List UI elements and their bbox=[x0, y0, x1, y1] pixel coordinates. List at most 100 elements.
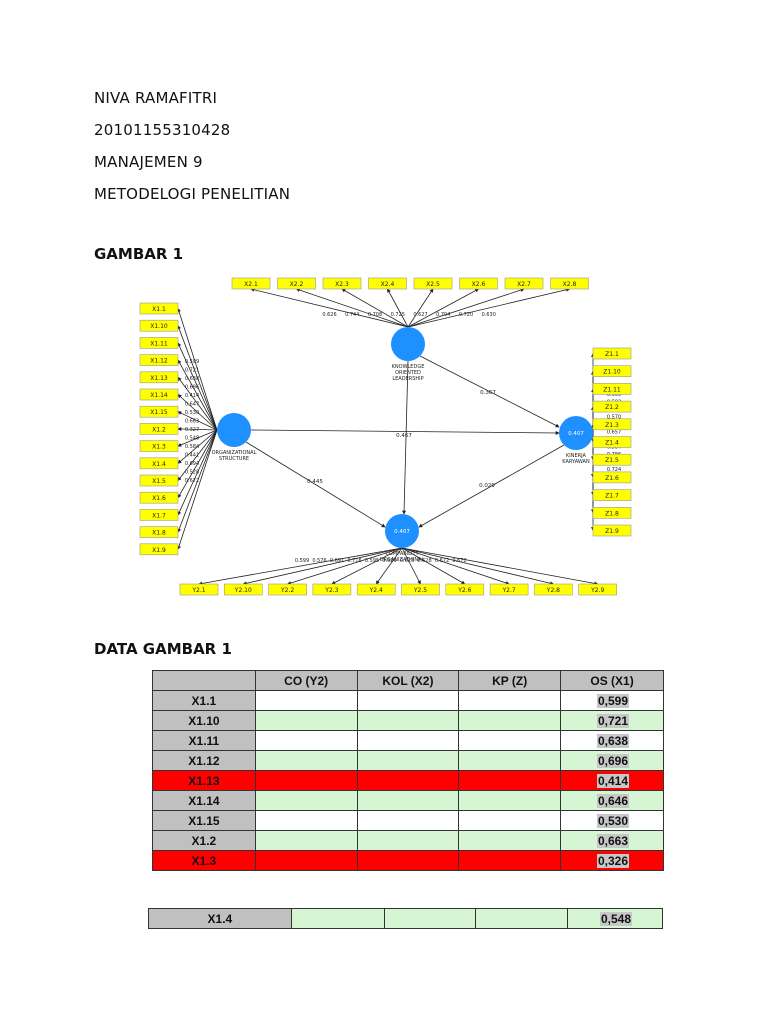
path-coefficient: 0.367 bbox=[480, 390, 496, 396]
co-cell bbox=[254, 790, 358, 811]
latent-node-kp-label: KINERJA bbox=[566, 453, 587, 459]
loading-label: 0.528 bbox=[185, 470, 199, 476]
loading-label: 0.441 bbox=[185, 453, 199, 459]
indicator-box bbox=[139, 405, 179, 418]
indicator-box bbox=[139, 526, 179, 538]
loading-label: 0.720 bbox=[459, 312, 473, 318]
loading-arrow bbox=[177, 429, 218, 499]
header-cell-blank bbox=[152, 670, 256, 691]
indicator-box-label: X1.7 bbox=[152, 512, 166, 519]
co-cell bbox=[254, 710, 358, 731]
row-label: X1.14 bbox=[152, 790, 256, 811]
loading-arrow bbox=[286, 547, 403, 585]
indicator-box-label: Z1.2 bbox=[605, 404, 619, 411]
kol-cell bbox=[356, 850, 460, 871]
os-cell: 0,326 bbox=[560, 850, 664, 871]
indicator-box-label: X1.5 bbox=[152, 478, 166, 485]
indicator-box bbox=[578, 583, 618, 596]
indicator-box bbox=[139, 388, 179, 401]
row-label: X1.3 bbox=[152, 850, 256, 871]
loading-label: 0.721 bbox=[185, 368, 199, 374]
loading-label: 0.725 bbox=[391, 312, 405, 318]
co-cell bbox=[254, 830, 358, 851]
class-name: MANAJEMEN 9 bbox=[94, 153, 203, 171]
latent-node-os-label: STRUCTURE bbox=[219, 456, 249, 462]
indicator-box bbox=[413, 277, 453, 290]
loading-arrow bbox=[407, 288, 480, 328]
os-value: 0,721 bbox=[596, 713, 629, 728]
os-cell: 0,646 bbox=[560, 790, 664, 811]
co-cell bbox=[290, 908, 385, 929]
indicator-box bbox=[504, 277, 544, 290]
row-label: X1.4 bbox=[148, 908, 292, 929]
loading-label: 0.629 bbox=[382, 558, 396, 564]
indicator-box bbox=[268, 583, 307, 596]
indicator-box bbox=[179, 583, 219, 596]
co-cell bbox=[254, 730, 358, 751]
indicator-box bbox=[356, 583, 396, 596]
indicator-box-label: X2.8 bbox=[563, 281, 577, 288]
indicator-box-label: X2.2 bbox=[290, 281, 304, 288]
latent-node-kp-label: KARYAWAN bbox=[562, 459, 590, 465]
loading-label: 0.630 bbox=[482, 312, 496, 318]
loading-label: 0.548 bbox=[185, 436, 199, 442]
latent-node-os-label: ORGANIZATIONAL bbox=[212, 450, 257, 456]
loading-label: 0.576 bbox=[312, 558, 326, 564]
loading-label: 0.672 bbox=[435, 558, 449, 564]
loading-label: 0.570 bbox=[607, 415, 621, 421]
loading-label: 0.647 bbox=[185, 402, 199, 408]
row-label: X1.13 bbox=[152, 770, 256, 791]
os-cell: 0,548 bbox=[567, 908, 663, 929]
indicator-box bbox=[322, 277, 362, 290]
loading-arrow bbox=[401, 547, 466, 585]
path-arrow bbox=[402, 360, 409, 515]
loading-label: 0.627 bbox=[413, 312, 427, 318]
indicator-box bbox=[592, 453, 632, 466]
loading-arrow bbox=[401, 547, 510, 585]
loading-arrow bbox=[177, 307, 218, 431]
kol-cell bbox=[356, 810, 460, 831]
indicator-box bbox=[401, 583, 440, 596]
loading-arrow bbox=[177, 426, 218, 431]
indicator-box bbox=[139, 474, 179, 487]
kol-cell bbox=[356, 710, 460, 731]
indicator-box-label: X1.2 bbox=[152, 426, 166, 433]
loading-label: 0.327 bbox=[185, 427, 199, 433]
indicator-box-label: X2.1 bbox=[244, 281, 258, 288]
indicator-box-label: X2.3 bbox=[335, 281, 349, 288]
kol-cell bbox=[356, 690, 460, 711]
loading-label: 0.628 bbox=[417, 558, 431, 564]
kol-cell bbox=[356, 730, 460, 751]
path-coefficient: 0.029 bbox=[479, 483, 495, 489]
latent-node-kol-label: LEADERSHIP bbox=[392, 376, 423, 382]
kp-cell bbox=[458, 770, 562, 791]
row-label: X1.11 bbox=[152, 730, 256, 751]
loading-arrow bbox=[177, 394, 218, 431]
co-cell bbox=[254, 770, 358, 791]
kp-cell bbox=[458, 810, 562, 831]
loading-arrow bbox=[407, 288, 434, 328]
latent-node-kol-label: KNOWLEDGE bbox=[392, 364, 425, 370]
co-cell bbox=[254, 850, 358, 871]
path-coefficient: 0.467 bbox=[396, 433, 412, 439]
row-label: X1.1 bbox=[152, 690, 256, 711]
table-header-row: CO (Y2) KOL (X2) KP (Z) OS (X1) bbox=[152, 670, 664, 691]
loading-label: 0.744 bbox=[345, 312, 359, 318]
indicator-box-label: X1.10 bbox=[150, 323, 168, 330]
path-arrow bbox=[418, 444, 565, 528]
indicator-box bbox=[139, 354, 179, 366]
table-row: X1.4 0,548 bbox=[148, 908, 663, 929]
row-label: X1.12 bbox=[152, 750, 256, 771]
indicator-box bbox=[139, 337, 179, 349]
loading-arrow bbox=[177, 429, 218, 464]
indicator-box bbox=[592, 418, 632, 431]
indicator-box-label: Z1.11 bbox=[603, 386, 621, 393]
indicator-box-label: Z1.1 bbox=[605, 351, 619, 358]
indicator-box-label: X1.8 bbox=[152, 530, 166, 537]
indicator-box bbox=[224, 583, 263, 596]
latent-node-co-label: ORGANIZATIONAL bbox=[380, 557, 425, 563]
indicator-box-label: X1.9 bbox=[152, 547, 166, 554]
indicator-box-label: Y2.7 bbox=[501, 587, 515, 594]
